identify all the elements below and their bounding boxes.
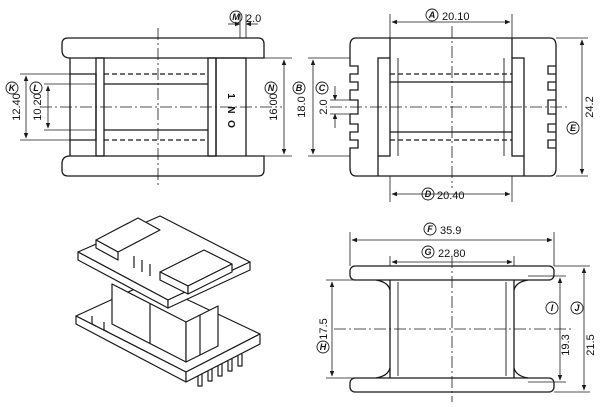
dim-ref-n: N [268,83,275,93]
dim-value-l: 10.20 [32,93,44,121]
side-right-notches [547,65,556,149]
dim-value-d: 20.40 [437,190,465,202]
dim-value-i: 19.3 [560,334,572,355]
dim-value-g: 22.80 [438,248,466,260]
dim-ref-e: E [570,123,577,133]
dim-ref-c: C [319,83,326,93]
dim-ref-b: B [296,83,303,93]
dim-ref-h: H [320,342,327,352]
pin-mark-3: O [225,120,236,128]
isometric-view [75,215,261,387]
dim-ref-l: L [33,83,39,93]
dim-value-a: 20.10 [442,11,470,23]
pin-mark-2: N [225,106,236,113]
dim-value-b: 18.0 [296,96,308,117]
dim-ref-m: M [232,12,240,22]
dim-value-h: 17.5 [318,318,330,339]
pin-mark-1: 1 [225,93,236,99]
dim-ref-d: D [425,189,432,199]
dim-value-c: 2.0 [318,99,330,114]
dim-ref-i: I [551,303,554,313]
top-view [316,222,590,402]
dim-ref-k: K [9,83,17,93]
dim-ref-j: J [574,303,580,313]
front-bottom-flange [61,155,265,177]
front-top-flange [61,37,265,59]
dim-ref-f: F [427,224,433,234]
dim-value-j: 21.5 [585,334,597,355]
dim-value-f: 35.9 [440,225,461,237]
dim-value-e: 24.2 [584,96,596,117]
dim-ref-a: A [428,10,436,20]
dim-ref-g: G [424,247,431,257]
dim-value-m: 2.0 [246,13,261,25]
side-outline [349,37,557,177]
dim-value-k: 12.40 [11,93,23,121]
front-view [5,10,292,188]
dim-value-n: 16.00 [268,93,280,121]
side-view [292,8,588,202]
